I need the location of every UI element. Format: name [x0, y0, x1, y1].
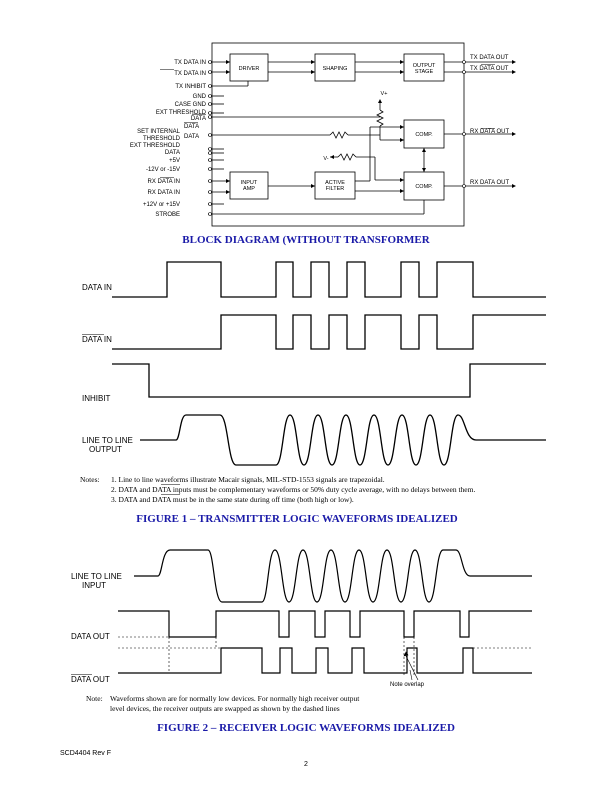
pin-label: RX DATA IN	[148, 190, 180, 196]
pin-label: THRESHOLD	[143, 136, 181, 142]
block-diagram-left-labels: TX DATA IN TX DATA IN TX INHIBIT GND CAS…	[130, 60, 207, 218]
pin-label: EXT THRESHOLD	[130, 143, 181, 149]
block-labels: DRIVER SHAPING OUTPUT STAGE COMP. COMP. …	[239, 63, 436, 192]
note-line: 2. DATA and DATA inputs must be compleme…	[111, 485, 475, 494]
output-stage-label: OUTPUT	[413, 63, 436, 69]
figure2-dashed-swap	[118, 610, 532, 675]
vminus-label: V-	[323, 156, 328, 162]
vplus-label: V+	[381, 91, 388, 97]
figure1-notes: Notes: 1. Line to line waveforms illustr…	[80, 475, 475, 504]
comp-label: COMP.	[415, 132, 433, 138]
pin-label: TX DATA IN	[174, 60, 206, 66]
figure1-waveforms	[112, 261, 546, 466]
data-out-trace	[118, 610, 532, 638]
pin-label: STROBE	[155, 212, 180, 218]
input-amp-label: AMP	[243, 186, 255, 192]
note-line: 3. DATA and DATA must be in the same sta…	[111, 495, 354, 504]
shaping-block	[314, 53, 356, 82]
input-amp-label: INPUT	[241, 180, 258, 186]
pin-label: TX DATA IN	[174, 71, 206, 77]
pin-label: DATA	[184, 134, 199, 140]
active-filter-label: ACTIVE	[325, 180, 345, 186]
figure2-labels: LINE TO LINE INPUT DATA OUT DATA OUT Not…	[71, 572, 425, 688]
signal-label: DATA OUT	[71, 675, 110, 684]
pin-label: RX DATA OUT	[470, 129, 509, 135]
pin-label: TX DATA OUT	[470, 66, 509, 72]
pin-label: SET INTERNAL	[137, 129, 181, 135]
active-filter-block	[314, 171, 356, 200]
shaping-label: SHAPING	[323, 66, 348, 72]
data-in-trace	[112, 261, 546, 298]
block-diagram	[208, 42, 516, 227]
page-number: 2	[304, 761, 308, 768]
pin-label: RX DATA IN	[148, 179, 180, 185]
figure2-waveforms	[118, 549, 532, 674]
notes-label: Notes:	[80, 475, 100, 484]
signal-label: INPUT	[82, 581, 106, 590]
active-filter-label: FILTER	[326, 186, 345, 192]
pin-label: TX DATA OUT	[470, 55, 509, 61]
data-out-bar-trace	[118, 647, 532, 674]
pin-label: GND	[193, 94, 207, 100]
signal-label: OUTPUT	[89, 445, 122, 454]
pin-label: +5V	[169, 158, 180, 164]
signal-label: DATA IN	[82, 283, 112, 292]
note-overlap-pointer	[403, 651, 419, 681]
document-id: SCD4404 Rev F	[60, 750, 111, 757]
inhibit-trace	[112, 363, 546, 398]
comp-label: COMP.	[415, 184, 433, 190]
figure1-labels: DATA IN DATA IN INHIBIT LINE TO LINE OUT…	[82, 283, 133, 454]
note-label: Note:	[86, 694, 103, 703]
driver-block	[229, 53, 269, 82]
figure2-note: Note: Waveforms shown are for normally l…	[86, 694, 360, 713]
figure2-title: FIGURE 2 – RECEIVER LOGIC WAVEFORMS IDEA…	[157, 722, 455, 734]
figure1-title: FIGURE 1 – TRANSMITTER LOGIC WAVEFORMS I…	[136, 513, 458, 525]
pin-label: CASE GND	[175, 102, 207, 108]
pin-label: DATA	[191, 116, 206, 122]
pin-label: DATA	[165, 150, 180, 156]
note-line: level devices, the receiver outputs are …	[110, 704, 340, 713]
line-to-line-input-trace	[134, 549, 532, 603]
pin-label: TX INHIBIT	[175, 84, 206, 90]
note-line: 1. Line to line waveforms illustrate Mac…	[111, 475, 385, 484]
note-overlap-label: Note overlap	[390, 682, 425, 688]
signal-label: INHIBIT	[82, 394, 111, 403]
output-stage-label: STAGE	[415, 69, 434, 75]
signal-label: LINE TO LINE	[71, 572, 122, 581]
signal-label: DATA OUT	[71, 632, 110, 641]
pin-label: +12V or +15V	[143, 202, 180, 208]
data-in-bar-trace	[112, 314, 546, 350]
block-diagram-title: BLOCK DIAGRAM (WITHOUT TRANSFORMER	[182, 234, 430, 246]
line-to-line-output-trace	[140, 414, 546, 466]
driver-label: DRIVER	[239, 66, 260, 72]
output-stage-block	[403, 53, 445, 82]
overbars	[160, 64, 495, 178]
signal-label: DATA IN	[82, 335, 112, 344]
pin-label: EXT THRESHOLD	[156, 110, 207, 116]
note-line: Waveforms shown are for normally low dev…	[110, 694, 360, 703]
pin-label: -12V or -15V	[146, 167, 180, 173]
input-amp-block	[229, 171, 269, 200]
right-pin-labels: TX DATA OUT TX DATA OUT RX DATA OUT RX D…	[470, 55, 509, 186]
pin-label: RX DATA OUT	[470, 180, 509, 186]
pin-label: DATA	[184, 124, 199, 130]
signal-label: LINE TO LINE	[82, 436, 133, 445]
